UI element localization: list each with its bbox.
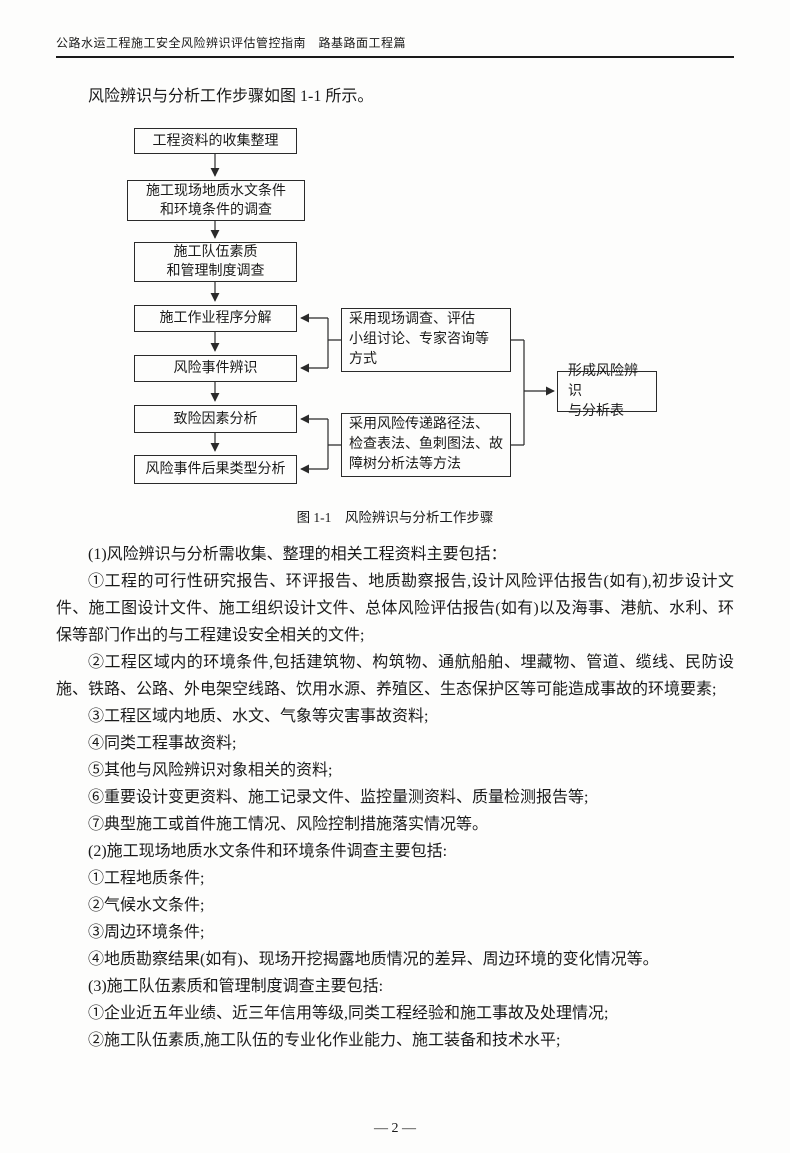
paragraph: ⑦典型施工或首件施工情况、风险控制措施落实情况等。 (88, 816, 489, 833)
page-number: — 2 — (374, 1121, 416, 1136)
paragraph: ②施工队伍素质,施工队伍的专业化作业能力、施工装备和技术水平; (88, 1032, 561, 1049)
paragraph: (3)施工队伍素质和管理制度调查主要包括: (88, 978, 384, 995)
flow-step-collect-data: 工程资料的收集整理 (134, 128, 297, 154)
paragraph: ①工程的可行性研究报告、环评报告、地质勘察报告,设计风险评估报告(如有),初步设… (56, 573, 734, 644)
paragraph: ①工程地质条件; (88, 870, 205, 887)
paragraph: ④地质勘察结果(如有)、现场开挖揭露地质情况的差异、周边环境的变化情况等。 (88, 951, 659, 968)
connector-line (511, 339, 525, 446)
flow-step-consequence-type-analysis: 风险事件后果类型分析 (134, 455, 297, 484)
flow-step-risk-event-identification: 风险事件辨识 (134, 355, 297, 382)
paragraph: ⑥重要设计变更资料、施工记录文件、监控量测资料、质量检测报告等; (88, 789, 589, 806)
connector-line (327, 318, 341, 368)
book-title: 公路水运工程施工安全风险辨识评估管控指南 路基路面工程篇 (56, 36, 407, 50)
flow-step-procedure-breakdown: 施工作业程序分解 (134, 305, 297, 332)
figure-1-1-flowchart: 工程资料的收集整理 施工现场地质水文条件 和环境条件的调查 施工队伍素质 和管理… (0, 118, 790, 490)
flow-result-table: 形成风险辨识 与分析表 (557, 364, 657, 419)
paragraph: ④同类工程事故资料; (88, 735, 237, 752)
paragraph: (1)风险辨识与分析需收集、整理的相关工程资料主要包括： (88, 546, 507, 563)
flow-step-team-quality: 施工队伍素质 和管理制度调查 (134, 242, 297, 282)
paragraph: ②气候水文条件; (88, 897, 205, 914)
flow-step-risk-factor-analysis: 致险因素分析 (134, 405, 297, 433)
flow-step-site-survey: 施工现场地质水文条件 和环境条件的调查 (127, 180, 305, 221)
document-page: 公路水运工程施工安全风险辨识评估管控指南 路基路面工程篇 风险辨识与分析工作步骤… (0, 34, 790, 1054)
intro-sentence: 风险辨识与分析工作步骤如图 1-1 所示。 (88, 88, 374, 105)
paragraph: ③周边环境条件; (88, 924, 205, 941)
paragraph: (2)施工现场地质水文条件和环境条件调查主要包括: (88, 843, 448, 860)
running-head: 公路水运工程施工安全风险辨识评估管控指南 路基路面工程篇 (56, 34, 734, 58)
connector-line (327, 419, 341, 469)
flow-method-analysis-tools: 采用风险传递路径法、 检查表法、鱼刺图法、故 障树分析法等方法 (341, 413, 511, 477)
body-text: (1)风险辨识与分析需收集、整理的相关工程资料主要包括： ①工程的可行性研究报告… (56, 541, 734, 1054)
paragraph: ①企业近五年业绩、近三年信用等级,同类工程经验和施工事故及处理情况; (88, 1005, 609, 1022)
paragraph: ②工程区域内的环境条件,包括建筑物、构筑物、通航船舶、埋藏物、管道、缆线、民防设… (56, 654, 734, 698)
flow-method-survey-discussion: 采用现场调查、评估 小组讨论、专家咨询等 方式 (341, 308, 511, 372)
paragraph: ⑤其他与风险辨识对象相关的资料; (88, 762, 333, 779)
figure-caption: 图 1-1 风险辨识与分析工作步骤 (296, 510, 494, 525)
paragraph: ③工程区域内地质、水文、气象等灾害事故资料; (88, 708, 429, 725)
flowchart-connectors (210, 154, 555, 474)
